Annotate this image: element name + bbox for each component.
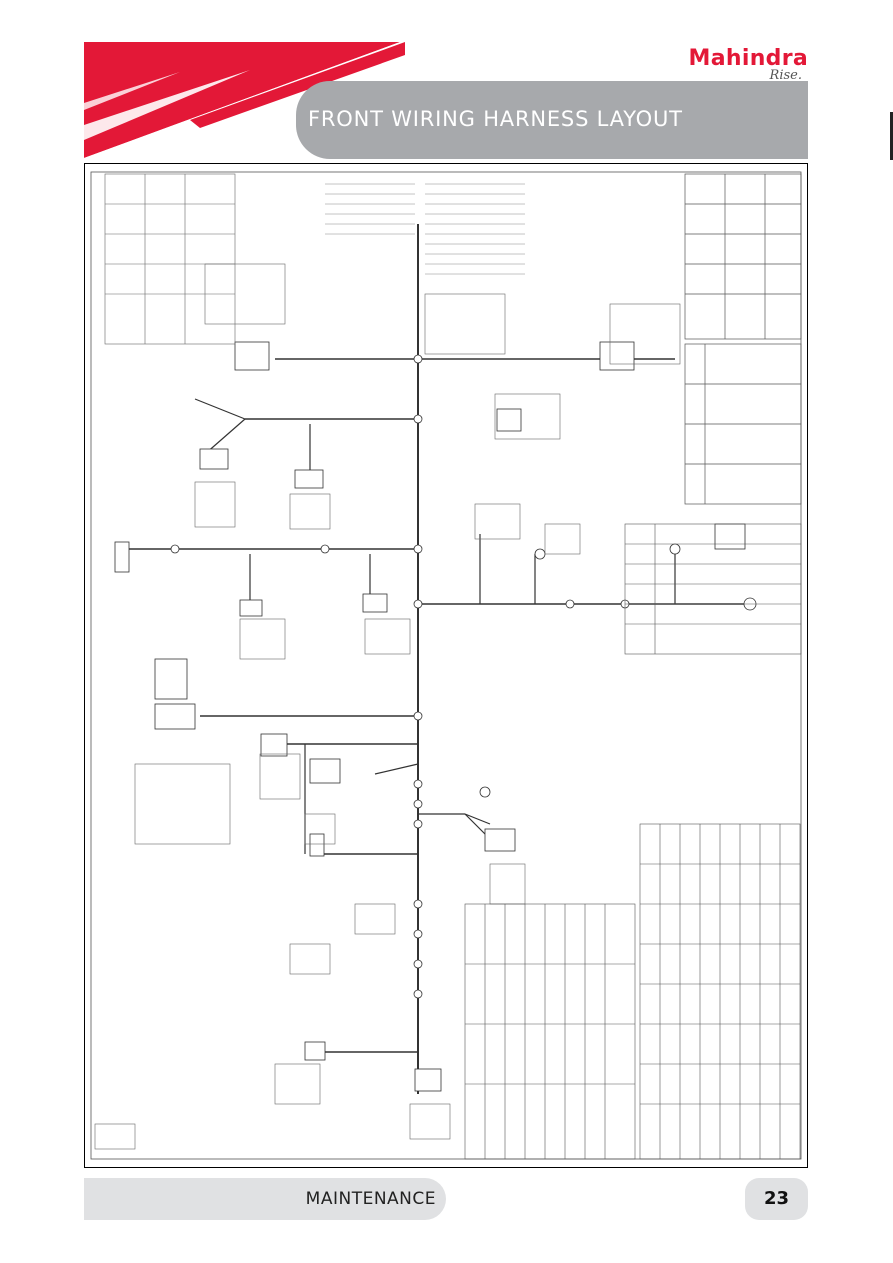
footer-section-label: MAINTENANCE <box>305 1189 436 1209</box>
page-number: 23 <box>745 1178 808 1220</box>
brand-name: Mahindra <box>688 46 808 71</box>
brand-tagline: Rise. <box>769 68 802 83</box>
wiring-diagram-svg <box>90 171 802 1160</box>
footer-section-bar: MAINTENANCE <box>84 1178 446 1220</box>
page-title: FRONT WIRING HARNESS LAYOUT <box>308 107 683 131</box>
title-bar: FRONT WIRING HARNESS LAYOUT <box>296 81 808 159</box>
wiring-diagram <box>84 163 808 1168</box>
brand-logo: Mahindra Rise. <box>668 46 808 86</box>
edge-marker <box>890 112 893 160</box>
header-stripes <box>84 42 405 162</box>
